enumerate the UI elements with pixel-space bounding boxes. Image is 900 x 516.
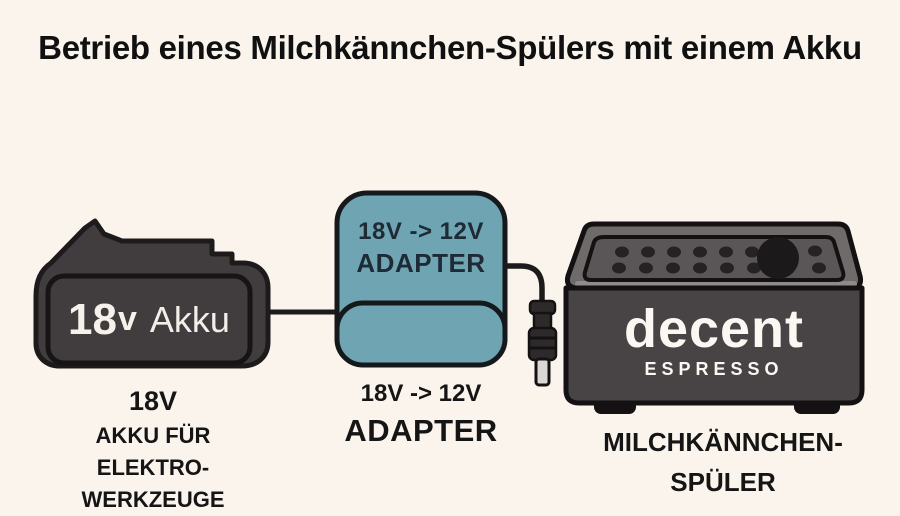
machine-front-face: [563, 285, 865, 406]
machine-caption-line: MILCHKÄNNCHEN-: [603, 427, 843, 457]
adapter-device-label-voltage: 18V -> 12V: [358, 218, 484, 245]
adapter-device-label-name: ADAPTER: [356, 248, 486, 278]
adapter-caption: 18V -> 12V ADAPTER: [328, 378, 514, 452]
machine-illustration: [563, 221, 865, 414]
adapter-device-label: 18V -> 12V ADAPTER: [337, 215, 505, 278]
adapter-illustration: [334, 190, 508, 368]
adapter-caption-voltage: 18V -> 12V: [360, 380, 482, 407]
machine-caption-line: SPÜLER: [670, 467, 776, 497]
brand-wordmark: decent: [623, 299, 805, 359]
brand-subtitle: ESPRESSO: [644, 359, 784, 379]
machine-vent-holes: [612, 245, 826, 274]
machine-pitcher-hole: [757, 237, 799, 279]
battery-label-plate: [45, 273, 253, 366]
dc-plug-neck: [532, 311, 553, 331]
adapter-caption-name: ADAPTER: [344, 413, 498, 448]
battery-caption-line: AKKU FÜR: [95, 423, 211, 448]
machine-caption: MILCHKÄNNCHEN- SPÜLER: [568, 422, 878, 502]
battery-caption-line: ELEKTRO-: [96, 455, 210, 480]
battery-caption: 18V AKKU FÜR ELEKTRO- WERKZEUGE: [28, 383, 278, 516]
battery-plate-label: 18 v Akku: [48, 276, 250, 363]
adapter-battery-mount: [334, 300, 508, 368]
machine-top-panel: [582, 235, 846, 282]
battery-illustration: [33, 218, 271, 369]
battery-voltage-digits: 18: [68, 294, 117, 344]
page-title: Betrieb eines Milchkännchen-Spülers mit …: [38, 29, 862, 66]
battery-plate-name: Akku: [149, 298, 230, 340]
dc-plug-barrel: [527, 326, 558, 362]
machine-logo: decent ESPRESSO: [566, 301, 862, 380]
wire-adapter-to-plug: [505, 263, 545, 303]
battery-caption-line: WERKZEUGE: [81, 487, 225, 512]
battery-caption-voltage: 18V: [128, 386, 178, 416]
battery-voltage-unit: v: [117, 300, 137, 338]
dc-plug: [527, 299, 558, 387]
dc-plug-tip: [534, 357, 551, 387]
